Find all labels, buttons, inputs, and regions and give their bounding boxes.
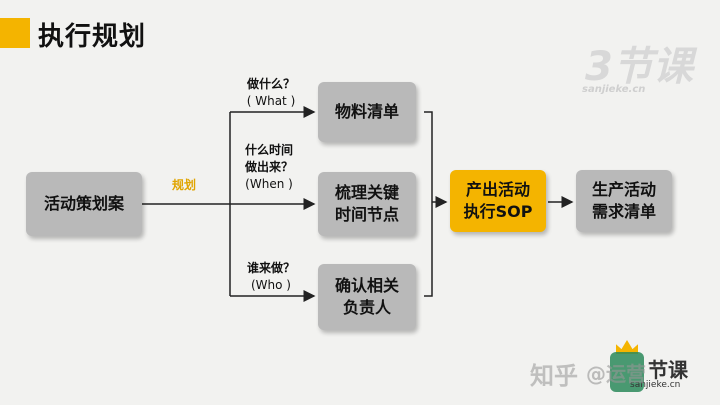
title-accent-bar: [0, 18, 30, 48]
node-activity-plan: 活动策划案: [26, 172, 142, 236]
watermark-bottom-site: sanjieke.cn: [630, 380, 681, 390]
label-what-english: ( What ): [246, 94, 296, 108]
node-confirm-owner: 确认相关 负责人: [318, 264, 416, 330]
watermark-bottom: 知乎 节课 sanjieke.cn @运营: [530, 340, 710, 395]
logo-icon: [610, 352, 644, 392]
node-demand-list: 生产活动 需求清单: [576, 170, 672, 232]
label-who-english: (Who ): [251, 278, 291, 292]
label-what-question: 做什么？: [246, 77, 295, 91]
node-material-list: 物料清单: [318, 82, 416, 142]
watermark-zhihu: 知乎: [530, 362, 578, 390]
watermark-site: sanjieke.cn: [582, 84, 646, 95]
label-when-question-2: 做出来？: [244, 160, 293, 174]
watermark-brand: 3节课: [585, 44, 693, 90]
label-when-question-1: 什么时间: [244, 143, 293, 157]
node-key-timeline: 梳理关键 时间节点: [318, 172, 416, 236]
label-when: 什么时间 做出来？ (When ): [236, 142, 302, 193]
label-who: 谁来做？ (Who ): [236, 260, 306, 294]
label-who-question: 谁来做？: [246, 261, 295, 275]
watermark-handle: @运营: [586, 362, 646, 386]
watermark-bottom-brand: 节课: [648, 358, 688, 382]
label-when-english: (When ): [245, 177, 293, 191]
label-what: 做什么？ ( What ): [236, 76, 306, 110]
slide-title: 执行规划: [38, 22, 147, 52]
node-output-sop: 产出活动 执行SOP: [450, 170, 546, 232]
label-plan: 规划: [172, 178, 197, 192]
